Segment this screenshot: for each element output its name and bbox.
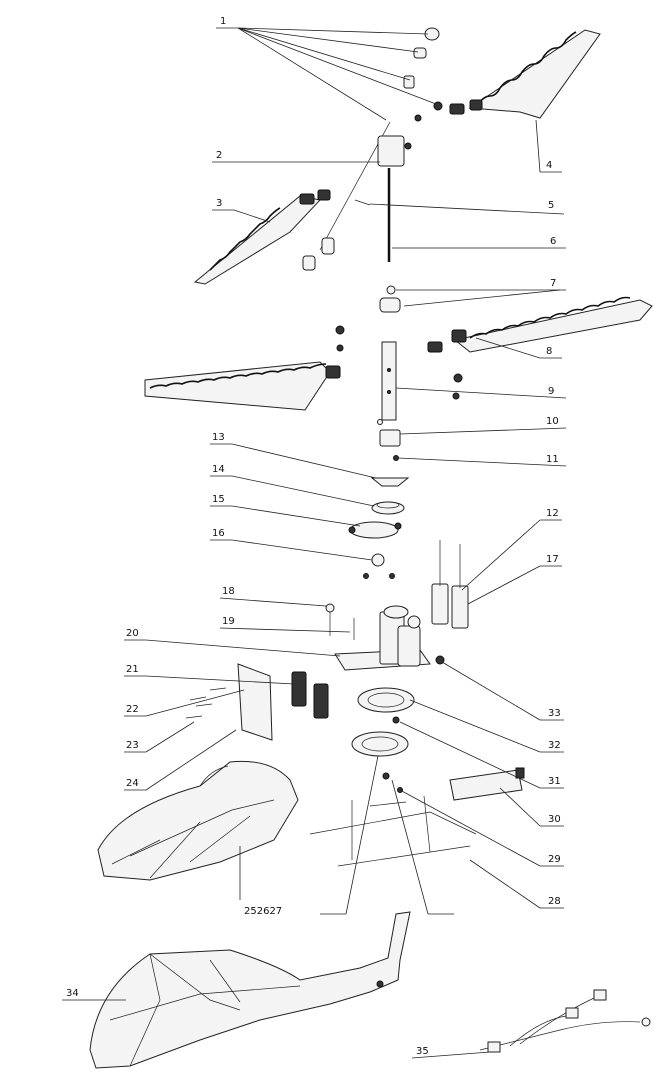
callout-21: 21 (126, 664, 139, 675)
callout-31: 31 (548, 776, 561, 787)
small-gear (371, 553, 385, 567)
callout-22: 22 (126, 704, 139, 715)
callout-16: 16 (212, 528, 225, 539)
callout-34: 34 (66, 988, 79, 999)
callout-32: 32 (548, 740, 561, 751)
chassis-assembly (185, 603, 525, 867)
callout-labels: 1 2 3 4 5 6 7 8 9 10 11 12 13 14 15 16 1… (66, 16, 561, 1057)
swashplate (349, 521, 399, 539)
callout-252627: 252627 (244, 906, 282, 917)
lower-right-blade (453, 299, 653, 353)
callout-13: 13 (212, 432, 225, 443)
blade-grip-right (449, 103, 465, 115)
callout-7: 7 (550, 278, 556, 289)
callout-35: 35 (416, 1046, 429, 1057)
callout-17: 17 (546, 554, 559, 565)
servo-motors (431, 540, 469, 629)
callout-18: 18 (222, 586, 235, 597)
swash-link (370, 477, 410, 487)
callout-28: 28 (548, 896, 561, 907)
callout-24: 24 (126, 778, 139, 789)
callout-19: 19 (222, 616, 235, 627)
lower-main-gear (351, 731, 409, 757)
callout-15: 15 (212, 494, 225, 505)
upper-right-blade (468, 29, 601, 119)
collar (379, 297, 401, 313)
upper-rotor-assembly (193, 27, 601, 285)
callout-20: 20 (126, 628, 139, 639)
callout-12: 12 (546, 508, 559, 519)
upper-left-blade (193, 195, 321, 285)
callout-8: 8 (546, 346, 552, 357)
callout-11: 11 (546, 454, 559, 465)
callout-1: 1 (220, 16, 226, 27)
callout-33: 33 (548, 708, 561, 719)
callout-30: 30 (548, 814, 561, 825)
lower-head (379, 429, 401, 447)
upper-main-gear (357, 687, 415, 713)
callout-5: 5 (548, 200, 554, 211)
callout-29: 29 (548, 854, 561, 865)
callout-10: 10 (546, 416, 559, 427)
callout-23: 23 (126, 740, 139, 751)
callout-6: 6 (550, 236, 556, 247)
outer-shaft (381, 341, 397, 421)
canopy (97, 760, 299, 881)
rotor-head-top (377, 135, 405, 167)
callout-leaders (62, 27, 567, 1059)
lower-rotor-assembly (144, 285, 653, 579)
callout-3: 3 (216, 198, 222, 209)
control-board (237, 663, 273, 741)
battery (449, 769, 523, 801)
fuselage-body (89, 911, 411, 1069)
callout-14: 14 (212, 464, 225, 475)
callout-4: 4 (546, 160, 552, 171)
charging-cable (479, 989, 651, 1053)
callout-9: 9 (548, 386, 554, 397)
lower-left-blade (144, 361, 331, 411)
callout-2: 2 (216, 150, 222, 161)
